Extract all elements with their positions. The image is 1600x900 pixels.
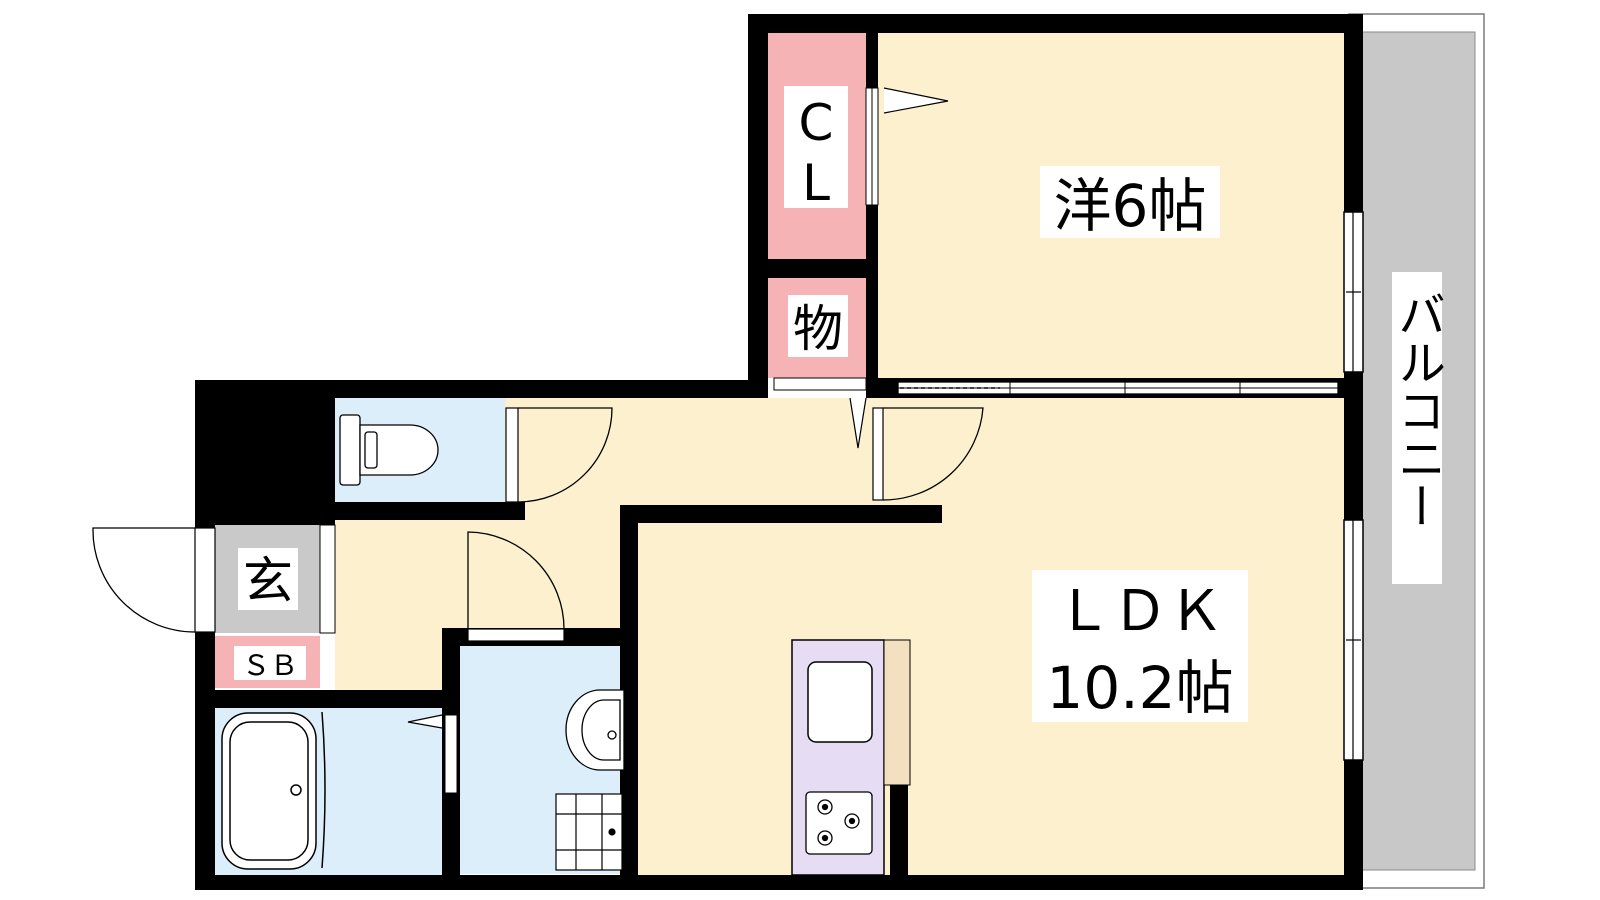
closet-label-line2: L bbox=[802, 154, 830, 212]
sliding-door bbox=[897, 381, 1339, 395]
entrance-label: 玄 bbox=[238, 548, 298, 610]
storage-label-text: 物 bbox=[793, 300, 843, 358]
stove-icon bbox=[805, 791, 873, 855]
washroom-door bbox=[467, 531, 565, 642]
entrance-label-text: 玄 bbox=[243, 552, 293, 610]
entrance-door bbox=[92, 524, 336, 634]
storage-label: 物 bbox=[788, 295, 848, 358]
window-ldk bbox=[1343, 519, 1364, 761]
toilet-fixture-icon bbox=[339, 414, 439, 486]
balcony-label-text: バルコニー bbox=[1389, 290, 1445, 530]
bathtub-icon bbox=[221, 711, 326, 870]
washbasin-icon bbox=[565, 689, 625, 771]
toilet-door bbox=[505, 407, 613, 503]
closet-label-line1: C bbox=[799, 94, 834, 152]
bedroom-label-text: 洋6帖 bbox=[1054, 172, 1207, 240]
shoe-box-label: ＳＢ bbox=[234, 646, 306, 682]
balcony bbox=[1348, 13, 1485, 889]
hallway-floor bbox=[335, 398, 860, 690]
ldk-label: ＬＤＫ 10.2帖 bbox=[1032, 570, 1248, 722]
balcony-label: バルコニー bbox=[1389, 290, 1445, 530]
ldk-label-line1: ＬＤＫ bbox=[1056, 579, 1224, 644]
ldk-door bbox=[872, 407, 984, 501]
ldk-label-line2: 10.2帖 bbox=[1046, 654, 1233, 722]
washing-machine-icon bbox=[555, 793, 623, 871]
bedroom-label: 洋6帖 bbox=[1040, 166, 1220, 240]
closet-label: C L bbox=[784, 86, 848, 212]
bathroom-door bbox=[407, 714, 458, 794]
closet-door bbox=[865, 87, 949, 206]
shoe-box-label-text: ＳＢ bbox=[242, 649, 298, 682]
storage-door bbox=[773, 377, 867, 449]
window-bedroom bbox=[1343, 211, 1364, 373]
